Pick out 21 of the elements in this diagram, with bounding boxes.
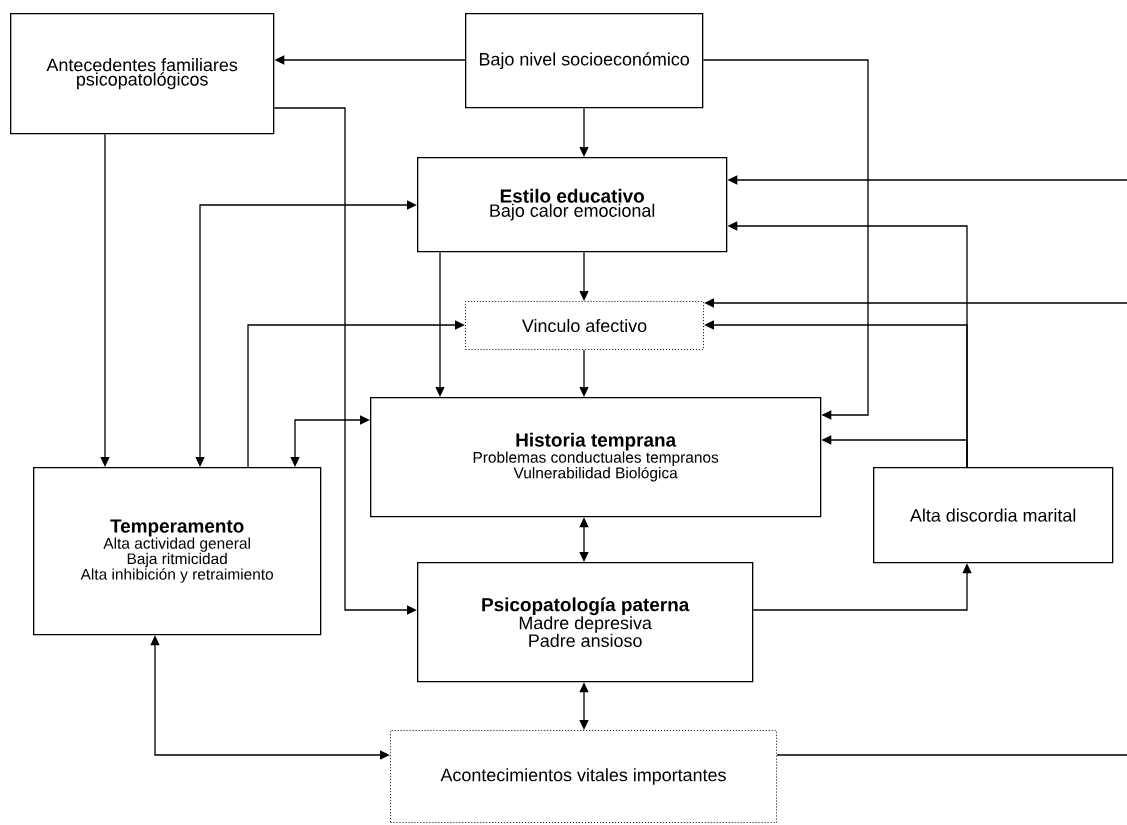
arrow <box>702 59 869 420</box>
factor-box: Antecedentes familiares psicopatológicos <box>10 13 275 135</box>
factor-box: Bajo nivel socioeconómico <box>465 13 704 109</box>
factor-box: Estilo educativo Bajo calor emocional <box>417 157 728 253</box>
arrow <box>435 251 445 397</box>
arrow <box>579 251 589 301</box>
arrow <box>100 133 110 467</box>
arrow <box>247 320 465 468</box>
arrow <box>579 107 589 157</box>
arrow <box>273 107 417 615</box>
arrow <box>704 298 1127 308</box>
arrow <box>290 415 370 467</box>
dotted-box: Vinculo afectivo <box>465 301 704 350</box>
arrow <box>579 349 589 397</box>
factor-box: Alta discordia marital <box>873 467 1114 564</box>
connector-line <box>776 754 1127 756</box>
arrow <box>195 200 417 467</box>
factor-box: Psicopatología paterna Madre depresiva Padre ansioso <box>417 562 754 683</box>
factor-box: Temperamento Alta actividad general Baja ritmicidad Alta inhibición y retraimiento <box>33 467 322 636</box>
factor-box: Historia temprana Problemas conductuales tempranos Vulnerabilidad Biológica <box>370 397 822 518</box>
dotted-box: Acontecimientos vitales importantes <box>390 730 777 823</box>
